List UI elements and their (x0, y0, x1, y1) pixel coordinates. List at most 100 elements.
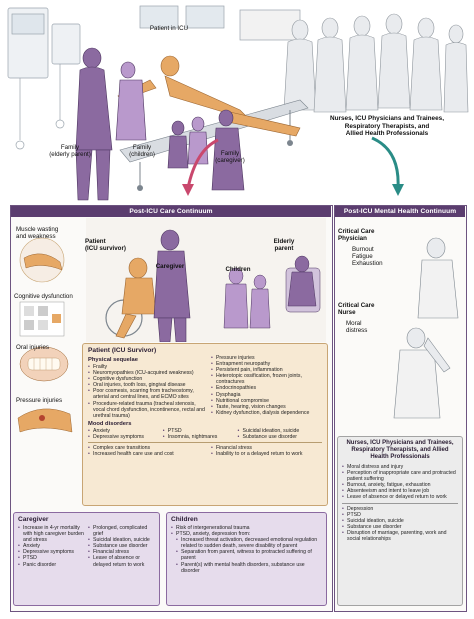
list-item: Parent(s) with mental health disorders, … (176, 562, 322, 574)
list-item: Financial stress (88, 549, 155, 555)
patient-survivor-box: Patient (ICU Survivor) Physical sequelae… (82, 343, 328, 506)
list-item: Substance use disorder (88, 543, 155, 549)
post-icu-care-header: Post-ICU Care Continuum (11, 206, 331, 217)
clinician-illustration (393, 237, 459, 419)
patient-box-title: Patient (ICU Survivor) (88, 347, 157, 354)
list-item: PTSD (163, 428, 234, 434)
list-item: Persistent pain, inflammation (211, 367, 322, 373)
label-family-caregiver: Family (caregiver) (215, 150, 245, 164)
clinician-list-1: Moral distress and injury Perception of … (342, 464, 458, 501)
list-item: Absenteeism and intent to leave job (342, 488, 458, 494)
list-item: PTSD (18, 555, 85, 561)
care-list-right: Financial stress Inability to or a delay… (211, 445, 322, 457)
caregiver-box-title: Caregiver (18, 516, 49, 523)
list-item: Depressive symptoms (88, 434, 159, 440)
arrow-to-post-icu (186, 138, 219, 189)
label-nurses-group: Nurses, ICU Physicians and Trainees, Res… (329, 115, 444, 137)
list-item: Oral injuries, tooth loss, gingival dise… (88, 382, 205, 388)
label-muscle-wasting: Muscle wasting and weakness (16, 226, 59, 240)
cognitive-dysfunction-illustration (19, 301, 65, 337)
caregiver-box: Caregiver Increase in 4-yr mortality wit… (13, 512, 160, 606)
physical-sequelae-title: Physical sequelae (88, 357, 138, 363)
children-box: Children Risk of intergenerational traum… (166, 512, 327, 606)
clinician-list-2: Depression PTSD Suicidal ideation, suici… (342, 506, 458, 543)
arrow-to-mental-health (371, 136, 400, 189)
list-item: Inability to or a delayed return to work (211, 451, 322, 457)
list-item: Dysphagia (211, 392, 322, 398)
divider (88, 442, 322, 444)
list-item: Panic disorder (18, 562, 85, 568)
children-box-title: Children (171, 516, 198, 523)
icu-scene-illustration (0, 0, 474, 205)
icu-equipment-sketch (7, 5, 301, 150)
children-list: Risk of intergenerational trauma PTSD, a… (171, 525, 322, 574)
physical-left-list: Frailty Neuromyopathies (ICU-acquired we… (88, 364, 205, 419)
list-item: Substance use disorder (238, 434, 323, 440)
label-critical-care-nurse: Critical Care Nurse (338, 302, 375, 316)
children-figures (223, 267, 271, 329)
care-list-left: Complex care transitions Increased healt… (88, 445, 205, 457)
list-item: Burnout, anxiety, fatigue, exhaustion (342, 482, 458, 488)
caregiver-list-2: Prolonged, complicated grief Suicidal id… (88, 525, 155, 568)
label-elderly-parent: Elderly parent (273, 238, 295, 252)
list-item: Increased health care use and cost (88, 451, 205, 457)
list-item: Suicidal ideation, suicide (238, 428, 323, 434)
list-item: Taste, hearing, vision changes (211, 404, 322, 410)
label-children: Children (225, 266, 251, 273)
label-patient-icu: Patient in ICU (149, 25, 189, 32)
muscle-wasting-illustration (19, 237, 65, 283)
list-item: Separation from parent, witness to protr… (176, 549, 322, 561)
list-item: Insomnia, nightmares (163, 434, 234, 440)
family-figures (75, 47, 245, 201)
list-item: Anxiety (18, 543, 85, 549)
list-item: Increase in 4-yr mortality with high car… (18, 525, 85, 543)
list-item: Depressive symptoms (18, 549, 85, 555)
arrow-head-pink (182, 184, 194, 196)
list-item: Complex care transitions (88, 445, 205, 451)
list-item: Suicidal ideation, suicide (88, 537, 155, 543)
list-item: Depression (342, 506, 458, 512)
label-nurse-symptoms: Moral distress (346, 320, 368, 334)
list-item: PTSD, anxiety, depression from: (171, 531, 322, 537)
list-item: Pressure injuries (211, 355, 322, 361)
list-item: Poor cosmesis, scarring from tracheostom… (88, 388, 205, 400)
list-item: Anxiety (88, 428, 159, 434)
list-item: Neuromyopathies (ICU-acquired weakness) (88, 370, 205, 376)
mood-list-3: Suicidal ideation, suicide Substance use… (238, 428, 323, 440)
list-item: Perception of inappropriate care and pro… (342, 470, 458, 482)
staff-group-sketch (283, 13, 469, 113)
elderly-parent-figure (285, 255, 321, 313)
clinician-impact-box: Nurses, ICU Physicians and Trainees, Res… (337, 436, 463, 606)
injury-vignettes (17, 237, 73, 433)
list-item: Frailty (88, 364, 205, 370)
list-item: Heterotopic ossification, frozen joints,… (211, 373, 322, 385)
survivor-figure (115, 257, 157, 339)
list-item: Kidney dysfunction, dialysis dependence (211, 410, 322, 416)
list-item: Financial stress (211, 445, 322, 451)
label-family-children: Family (children) (129, 144, 155, 158)
mood-list-1: Anxiety Depressive symptoms (88, 428, 159, 440)
patient-figure (117, 55, 301, 137)
list-item: Endocrinopathies (211, 385, 322, 391)
label-critical-care-physician: Critical Care Physician (338, 228, 375, 242)
list-item: Increased threat activation, decreased e… (176, 537, 322, 549)
list-item: Disruption of marriage, parenting, work … (342, 530, 458, 542)
caregiver-list-1: Increase in 4-yr mortality with high car… (18, 525, 85, 568)
list-item: Leave of absence or delayed return to wo… (88, 555, 155, 567)
physician-figure (417, 237, 459, 319)
oral-injuries-illustration (19, 346, 69, 382)
list-item: Risk of intergenerational trauma (171, 525, 322, 531)
label-caregiver: Caregiver (155, 263, 185, 270)
list-item: Entrapment neuropathy (211, 361, 322, 367)
label-patient-survivor: Patient (ICU survivor) (85, 238, 126, 252)
caregiver-figure (153, 229, 191, 342)
label-pressure-injuries: Pressure injuries (16, 397, 63, 404)
pressure-injuries-illustration (17, 408, 73, 433)
list-item: Procedure-related trauma (tracheal steno… (88, 401, 205, 419)
label-cognitive-dysfunction: Cognitive dysfunction (14, 293, 73, 300)
physical-right-list: Pressure injuries Entrapment neuropathy … (211, 355, 322, 416)
label-oral-injuries: Oral injuries (16, 344, 50, 351)
mood-disorders-title: Mood disorders (88, 420, 132, 427)
list-item: Suicidal ideation, suicide (342, 518, 458, 524)
